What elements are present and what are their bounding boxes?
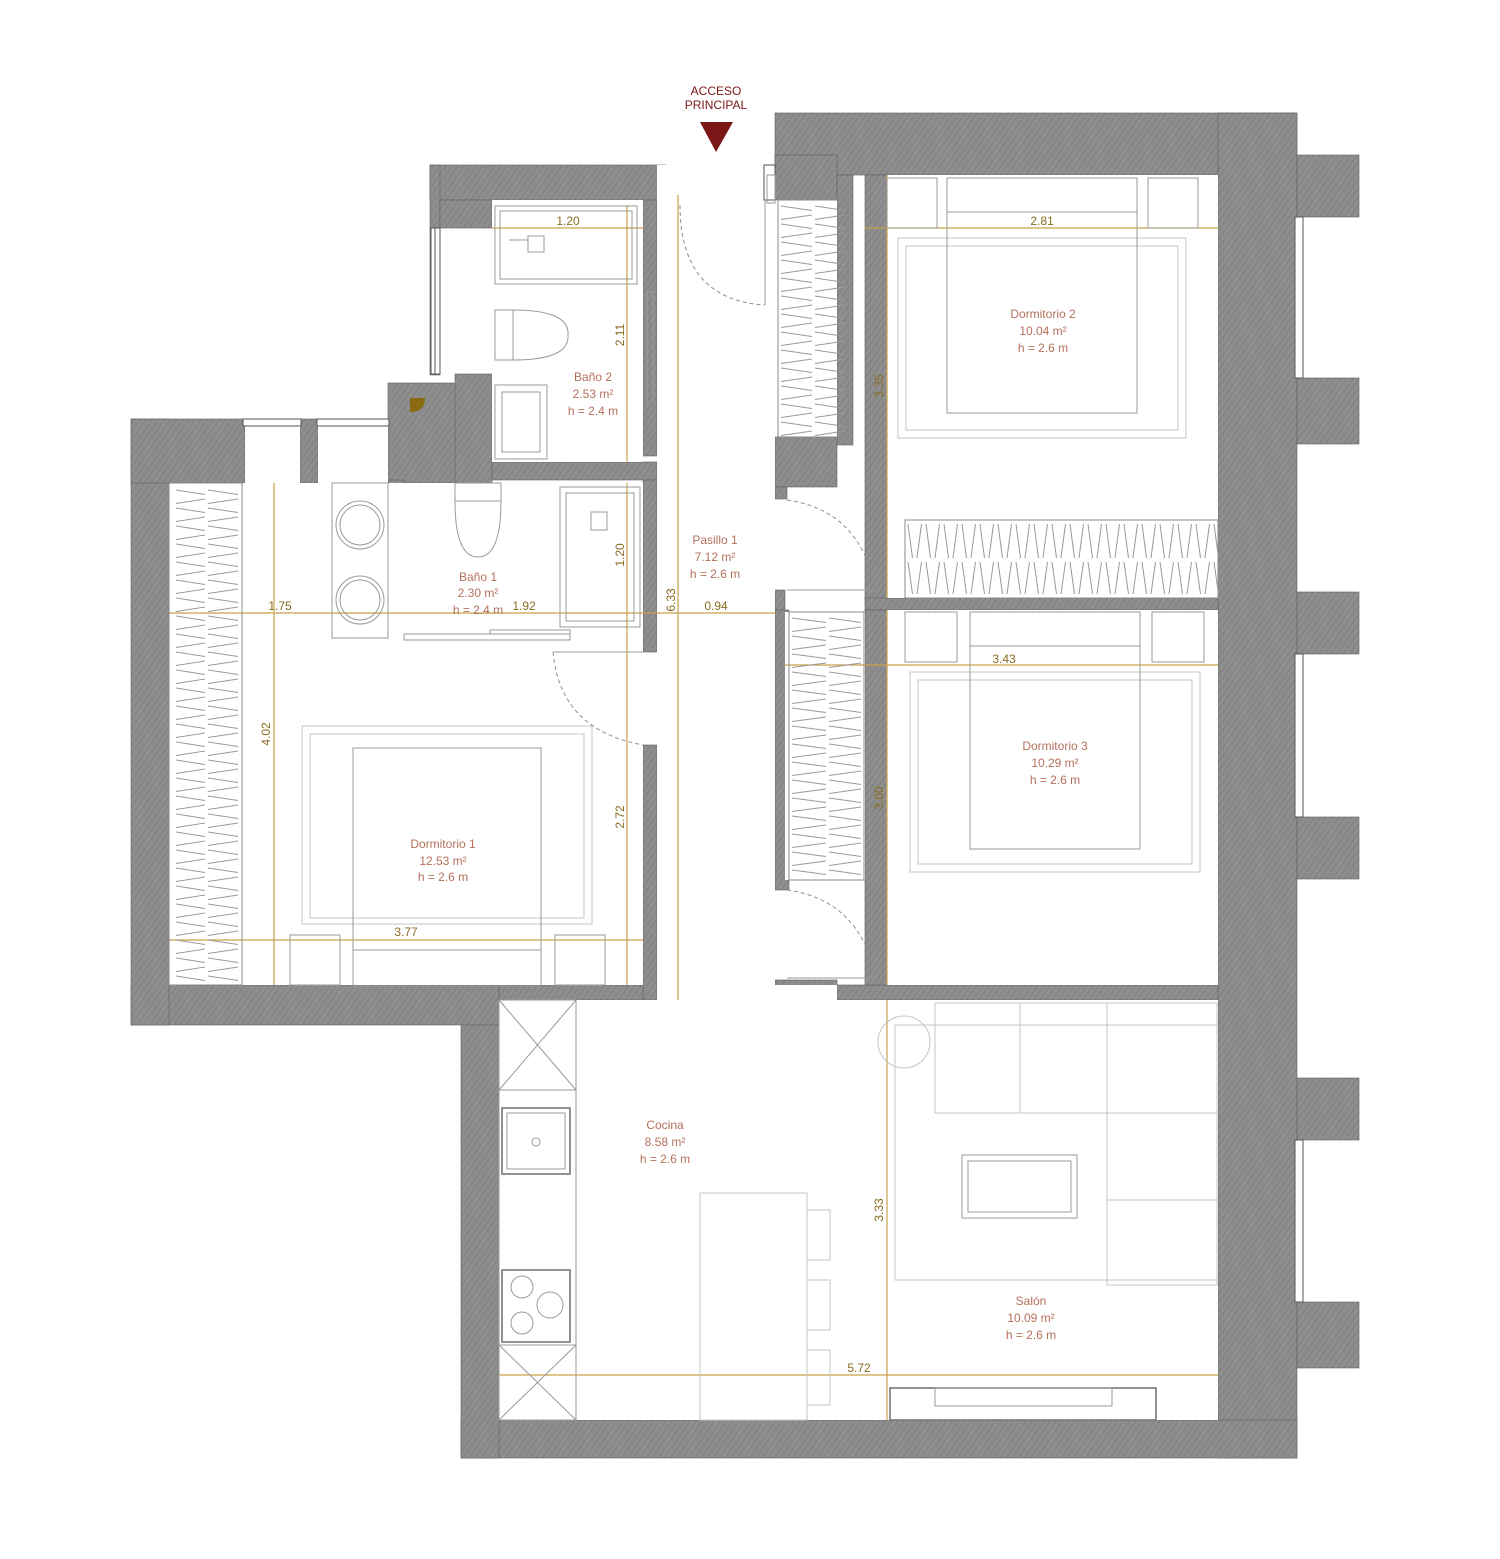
svg-text:8.58 m²: 8.58 m² <box>645 1135 686 1149</box>
dim-dorm1-height: 4.02 <box>259 722 273 746</box>
svg-text:7.12 m²: 7.12 m² <box>695 550 736 564</box>
room-dormitorio-3: Dormitorio 3 10.29 m² h = 2.6 m <box>1022 739 1088 787</box>
dim-dorm3-height: 3.00 <box>872 786 886 810</box>
room-labels: Dormitorio 2 10.04 m² h = 2.6 m Dormitor… <box>410 307 1088 1342</box>
room-dormitorio-1: Dormitorio 1 12.53 m² h = 2.6 m <box>410 837 476 884</box>
doors <box>410 200 877 979</box>
svg-text:Dormitorio 1: Dormitorio 1 <box>410 837 476 851</box>
dim-dorm2-width: 2.81 <box>1030 214 1054 228</box>
wardrobe-hangers <box>175 205 1219 981</box>
svg-text:h = 2.6 m: h = 2.6 m <box>1018 341 1068 355</box>
furniture <box>168 174 1219 1421</box>
svg-text:h = 2.6 m: h = 2.6 m <box>690 567 740 581</box>
svg-text:Dormitorio 2: Dormitorio 2 <box>1010 307 1076 321</box>
access-label-line2: PRINCIPAL <box>685 98 748 112</box>
room-dormitorio-2: Dormitorio 2 10.04 m² h = 2.6 m <box>1010 307 1076 355</box>
svg-text:h = 2.4 m: h = 2.4 m <box>568 404 618 418</box>
svg-text:h = 2.6 m: h = 2.6 m <box>640 1152 690 1166</box>
svg-text:h = 2.6 m: h = 2.6 m <box>1006 1328 1056 1342</box>
room-bano-1: Baño 1 2.30 m² h = 2.4 m <box>453 570 503 617</box>
svg-text:2.53 m²: 2.53 m² <box>573 387 614 401</box>
svg-text:10.29 m²: 10.29 m² <box>1031 756 1078 770</box>
svg-text:Baño 2: Baño 2 <box>574 370 612 384</box>
main-access: ACCESO PRINCIPAL <box>685 84 748 152</box>
dim-pasillo-length: 6.33 <box>664 588 678 612</box>
dim-dorm3-width: 3.43 <box>992 652 1016 666</box>
dim-dorm1-wardrobe: 1.75 <box>268 599 292 613</box>
room-salon: Salón 10.09 m² h = 2.6 m <box>1006 1294 1056 1342</box>
dim-bano1-shower: 1.20 <box>613 543 627 567</box>
svg-text:12.53 m²: 12.53 m² <box>419 854 466 868</box>
room-bano-2: Baño 2 2.53 m² h = 2.4 m <box>568 370 618 418</box>
svg-text:Dormitorio 3: Dormitorio 3 <box>1022 739 1088 753</box>
svg-text:2.30 m²: 2.30 m² <box>458 586 499 600</box>
svg-text:10.09 m²: 10.09 m² <box>1007 1311 1054 1325</box>
dim-salon-width: 5.72 <box>847 1361 871 1375</box>
dim-dorm1-width: 3.77 <box>394 925 418 939</box>
access-label-line1: ACCESO <box>691 84 742 98</box>
dim-bano2-width: 1.20 <box>556 214 580 228</box>
access-arrow-icon <box>700 122 733 152</box>
svg-text:Salón: Salón <box>1016 1294 1047 1308</box>
svg-text:10.04 m²: 10.04 m² <box>1019 324 1066 338</box>
svg-text:h = 2.4 m: h = 2.4 m <box>453 603 503 617</box>
dim-dorm2-height: 3.35 <box>872 374 886 398</box>
room-floors <box>169 165 1218 1420</box>
dim-pasillo-width: 0.94 <box>704 599 728 613</box>
svg-text:Pasillo 1: Pasillo 1 <box>692 533 738 547</box>
room-cocina: Cocina 8.58 m² h = 2.6 m <box>640 1118 690 1166</box>
room-pasillo-1: Pasillo 1 7.12 m² h = 2.6 m <box>690 533 740 581</box>
dim-dorm1-lower: 2.72 <box>613 805 627 829</box>
svg-text:Cocina: Cocina <box>646 1118 684 1132</box>
svg-text:h = 2.6 m: h = 2.6 m <box>1030 773 1080 787</box>
dim-bano2-height: 2.11 <box>613 323 627 346</box>
svg-text:h = 2.6 m: h = 2.6 m <box>418 870 468 884</box>
dim-salon-height: 3.33 <box>872 1198 886 1222</box>
dim-bano1-width: 1.92 <box>512 599 536 613</box>
windows <box>242 164 1304 1303</box>
svg-text:Baño 1: Baño 1 <box>459 570 497 584</box>
dimension-labels: 1.20 2.11 2.81 3.35 1.20 6.33 0.94 1.75 … <box>259 214 1054 1375</box>
